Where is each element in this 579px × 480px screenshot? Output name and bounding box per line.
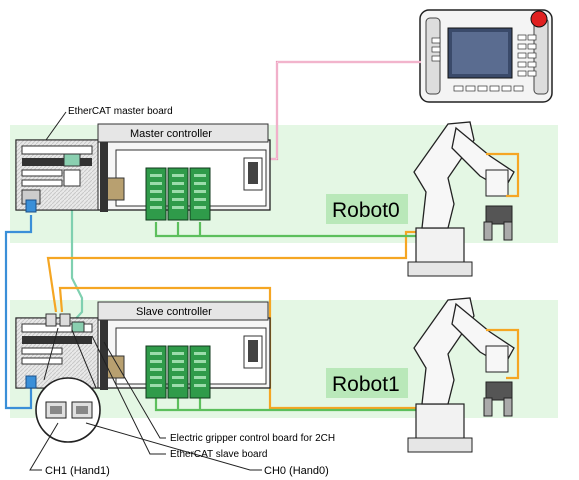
slave-board-label: EtherCAT slave board — [170, 449, 267, 460]
master-board-label: EtherCAT master board — [68, 106, 173, 117]
master-controller-icon — [15, 123, 271, 221]
robot1-label-box — [326, 368, 408, 398]
ethercat-cable-teal — [69, 168, 84, 326]
motor-cable-robot0 — [154, 222, 420, 238]
connector-magnifier — [35, 377, 101, 443]
ethercat-cable-blue — [4, 215, 33, 410]
ch1-label: CH1 (Hand1) — [45, 465, 110, 477]
ch0-connector — [71, 401, 93, 419]
hand-cable-robot0 — [46, 230, 420, 313]
motor-terminal-block — [145, 167, 211, 221]
gripper-board-label: Electric gripper control board for 2CH — [170, 433, 335, 444]
ch0-label: CH0 (Hand0) — [264, 465, 329, 477]
master-controller-label: Master controller — [130, 128, 212, 140]
robot0-label-box — [326, 194, 408, 224]
robot-arm-icon — [407, 297, 520, 453]
robot1-label: Robot1 — [332, 373, 400, 396]
slave-controller-icon — [15, 301, 271, 399]
slave-controller-label: Slave controller — [136, 306, 212, 318]
hand-cable-robot1 — [58, 286, 420, 410]
teach-pendant-icon — [419, 9, 553, 103]
robot-arm-icon — [407, 121, 520, 277]
ch1-connector — [45, 401, 67, 419]
robot0-label: Robot0 — [332, 199, 400, 222]
motor-terminal-block — [145, 345, 211, 399]
motor-cable-robot1 — [154, 398, 420, 412]
